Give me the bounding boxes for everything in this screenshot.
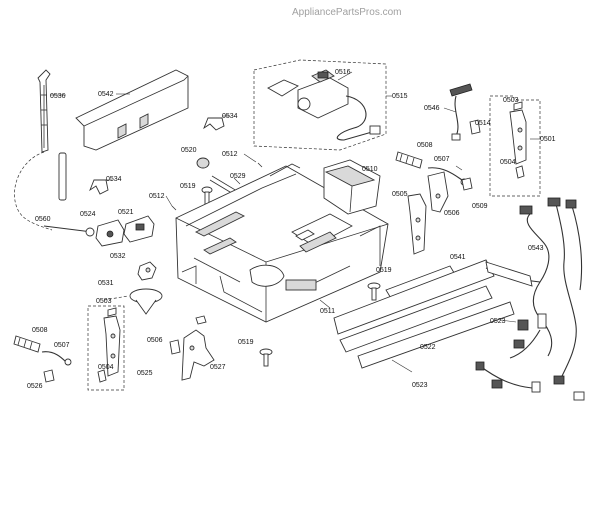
label-0514[interactable]: 0514 [475, 120, 491, 127]
label-0519-lower[interactable]: 0519 [238, 339, 254, 346]
label-0511[interactable]: 0511 [320, 308, 335, 315]
leader-0507a [455, 165, 463, 171]
label-0508-upper[interactable]: 0508 [417, 142, 433, 149]
leader-0523b [391, 359, 413, 373]
label-0507-upper[interactable]: 0507 [434, 156, 450, 163]
dashed-path-0531 [103, 295, 129, 301]
label-0541[interactable]: 0541 [450, 254, 466, 261]
dashed-box-0501 [489, 95, 541, 197]
part-0521-switch[interactable] [123, 215, 155, 243]
label-0522[interactable]: 0522 [420, 344, 436, 351]
label-0516[interactable]: 0516 [335, 69, 351, 76]
label-0527[interactable]: 0527 [210, 364, 226, 371]
part-0531-disc[interactable] [129, 288, 163, 315]
part-0508-spring-lower[interactable] [13, 335, 41, 353]
part-0526-clip[interactable] [43, 369, 55, 383]
label-0503-lower[interactable]: 0503 [96, 298, 112, 305]
label-0508-lower[interactable]: 0508 [32, 327, 48, 334]
label-0506-lower[interactable]: 0506 [147, 337, 163, 344]
leader-0516 [337, 71, 353, 81]
label-0543[interactable]: 0543 [528, 245, 544, 252]
leader-0512a [243, 153, 257, 163]
label-0529[interactable]: 0529 [230, 173, 246, 180]
part-0507-latch-lower[interactable] [41, 351, 72, 366]
part-0541-panel[interactable] [333, 259, 495, 335]
dashed-box-0525 [87, 305, 125, 391]
part-0510-module[interactable] [323, 159, 381, 215]
label-0523-upper[interactable]: 0523 [490, 318, 506, 325]
label-0503-upper[interactable]: 0503 [503, 97, 519, 104]
label-0521[interactable]: 0521 [118, 209, 134, 216]
label-0519-upper[interactable]: 0519 [180, 183, 196, 190]
part-0527-bracket[interactable] [181, 315, 215, 381]
part-0525-hinge-assembly[interactable] [103, 307, 121, 377]
part-0524-latch[interactable] [95, 219, 125, 247]
part-0519-screw-lower[interactable] [259, 348, 273, 367]
label-0506-upper[interactable]: 0506 [444, 210, 460, 217]
part-0536-rod[interactable] [37, 69, 51, 153]
label-0524[interactable]: 0524 [80, 211, 96, 218]
label-0532[interactable]: 0532 [110, 253, 126, 260]
label-0520[interactable]: 0520 [181, 147, 197, 154]
part-0542-panel[interactable] [75, 69, 189, 151]
part-0504-spring-upper[interactable] [515, 165, 525, 179]
part-0534-clip-top[interactable] [203, 117, 225, 131]
label-0501[interactable]: 0501 [540, 136, 556, 143]
part-0546-cable[interactable] [449, 83, 473, 141]
part-0532-cap[interactable] [137, 261, 157, 281]
part-0509-clip[interactable] [461, 177, 473, 191]
part-0516-pump[interactable] [267, 69, 381, 141]
part-0505-bracket[interactable] [407, 193, 427, 255]
label-0510[interactable]: 0510 [362, 166, 378, 173]
part-0504-spring-lower[interactable] [97, 369, 107, 383]
label-0523-lower[interactable]: 0523 [412, 382, 428, 389]
leader-0511 [319, 299, 331, 309]
label-0512-upper[interactable]: 0512 [222, 151, 238, 158]
part-0520-knob[interactable] [196, 157, 210, 169]
leader-0512b [165, 195, 173, 207]
label-0504-upper[interactable]: 0504 [500, 159, 516, 166]
label-0560[interactable]: 0560 [35, 216, 51, 223]
part-0512-pin-upper[interactable] [257, 162, 263, 168]
part-0512-pin-left[interactable] [171, 205, 177, 211]
part-0501-hinge-assembly[interactable] [509, 101, 527, 165]
label-0509[interactable]: 0509 [472, 203, 488, 210]
label-0531[interactable]: 0531 [98, 280, 114, 287]
leader-0529 [233, 177, 241, 185]
part-0522-kickplate[interactable] [339, 285, 515, 369]
dashed-box-0515 [253, 59, 387, 151]
label-0519-mid[interactable]: 0519 [376, 267, 392, 274]
label-0542[interactable]: 0542 [98, 91, 114, 98]
part-labels: 0536 0542 0516 0515 0546 0503 0534 0514 … [27, 69, 556, 390]
watermark-text: AppliancePartsPros.com [292, 7, 402, 18]
part-0543-harness[interactable] [475, 197, 585, 401]
leader-0523a [499, 319, 517, 323]
label-0504-lower[interactable]: 0504 [98, 364, 114, 371]
label-0534-left[interactable]: 0534 [106, 176, 122, 183]
label-0505[interactable]: 0505 [392, 191, 408, 198]
part-0508-spring-upper[interactable] [395, 151, 423, 169]
part-0514-connector[interactable] [469, 119, 481, 135]
label-0526[interactable]: 0526 [27, 383, 43, 390]
label-0512-left[interactable]: 0512 [149, 193, 165, 200]
part-0560-rod[interactable] [43, 225, 95, 237]
label-0534-upper[interactable]: 0534 [222, 113, 238, 120]
part-0534-clip-left[interactable] [89, 179, 109, 195]
label-0525[interactable]: 0525 [137, 370, 153, 377]
dashed-path-0536 [14, 151, 53, 231]
part-0519-screw-mid[interactable] [367, 282, 381, 301]
leader-0546 [443, 107, 457, 113]
label-0507-lower[interactable]: 0507 [54, 342, 70, 349]
part-0536-tube[interactable] [58, 152, 67, 201]
part-0506-hinge-lower[interactable] [169, 339, 181, 355]
label-0536[interactable]: 0536 [50, 93, 66, 100]
part-0506-hinge-upper[interactable] [427, 171, 449, 213]
label-0546[interactable]: 0546 [424, 105, 440, 112]
label-0515[interactable]: 0515 [392, 93, 408, 100]
